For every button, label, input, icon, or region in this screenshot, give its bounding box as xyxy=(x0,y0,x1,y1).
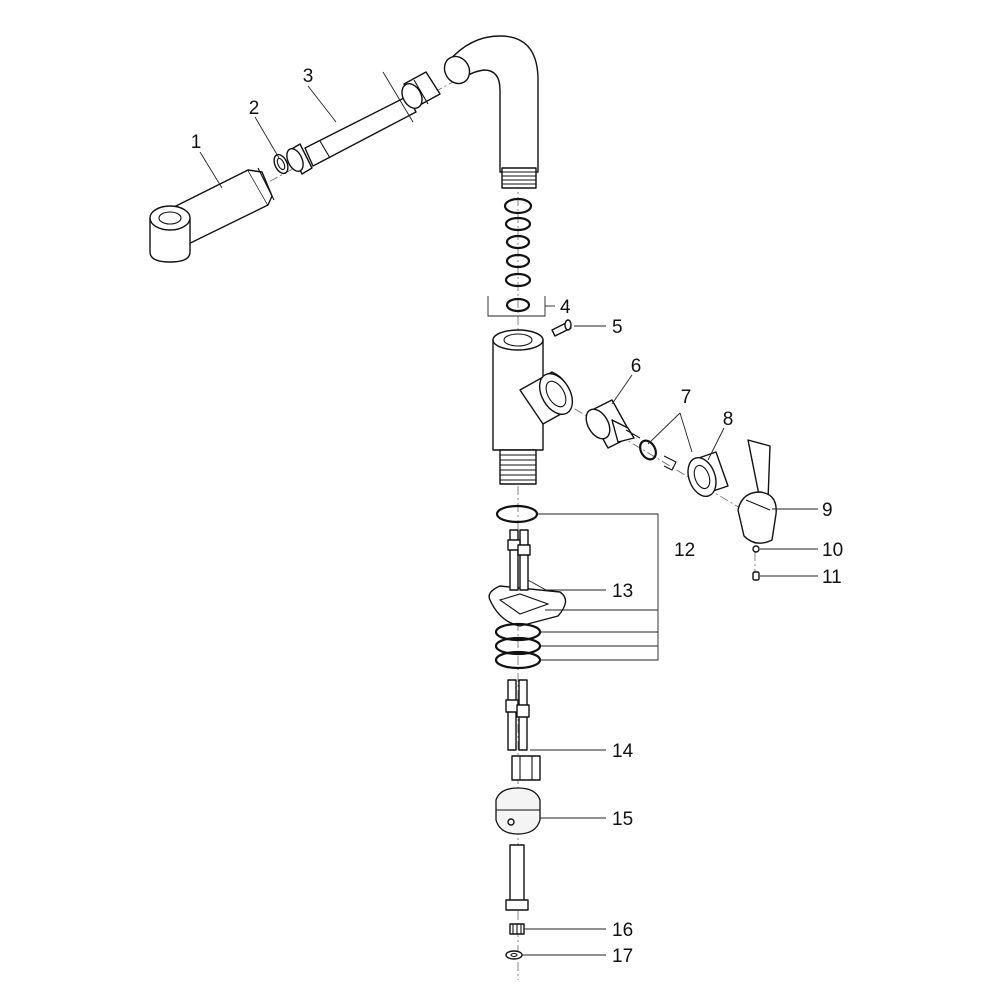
callout-1: 1 xyxy=(191,132,202,153)
mixer-body xyxy=(492,329,574,485)
callout-17: 17 xyxy=(612,946,633,967)
callout-5: 5 xyxy=(612,317,623,338)
part-11-pin xyxy=(752,571,760,581)
part-16-filter xyxy=(509,923,525,935)
part-6-cartridge xyxy=(585,399,641,449)
leader-13 xyxy=(527,579,606,591)
leader-lines xyxy=(199,85,818,956)
part-1-spray-head xyxy=(149,167,275,263)
part-12-mounting-set xyxy=(488,504,567,670)
lower-tube xyxy=(505,844,529,911)
leader-6 xyxy=(611,374,633,405)
callout-2: 2 xyxy=(249,98,260,119)
hose-nut xyxy=(401,71,441,109)
spout-tube xyxy=(443,35,539,189)
callout-11: 11 xyxy=(822,567,842,588)
part-7-clip-set xyxy=(639,439,677,471)
leader-7 xyxy=(647,412,693,453)
callout-4: 4 xyxy=(560,297,571,318)
part-17-washer xyxy=(505,950,523,960)
part-5-screw xyxy=(551,319,572,337)
callout-13: 13 xyxy=(612,581,633,602)
part-4-ring-stack xyxy=(487,197,546,317)
callout-10: 10 xyxy=(822,540,843,561)
leader-12 xyxy=(537,513,659,661)
callout-6: 6 xyxy=(631,356,642,377)
callout-16: 16 xyxy=(612,920,633,941)
leader-1 xyxy=(199,151,223,189)
hose-section-mark xyxy=(382,71,414,123)
callout-9: 9 xyxy=(822,500,833,521)
callout-14: 14 xyxy=(612,741,634,762)
callout-15: 15 xyxy=(612,809,633,830)
callout-labels: 1 2 3 4 5 6 7 8 9 10 11 12 13 14 15 16 1… xyxy=(191,66,843,967)
callout-8: 8 xyxy=(723,409,734,430)
part-8-cap-nut xyxy=(687,451,729,498)
callout-12: 12 xyxy=(674,540,695,561)
leader-8 xyxy=(707,427,725,461)
part-3-hose xyxy=(286,95,417,175)
part-15-weight xyxy=(495,787,541,835)
leader-3 xyxy=(307,85,337,123)
part-9-lever xyxy=(737,439,777,544)
leader-2 xyxy=(254,116,280,159)
callout-7: 7 xyxy=(681,387,692,408)
callout-3: 3 xyxy=(303,66,314,87)
center-axes xyxy=(194,69,761,980)
part-14-hoses xyxy=(505,679,541,781)
part-10-screw xyxy=(752,545,760,553)
part-13-connectors xyxy=(507,529,531,591)
